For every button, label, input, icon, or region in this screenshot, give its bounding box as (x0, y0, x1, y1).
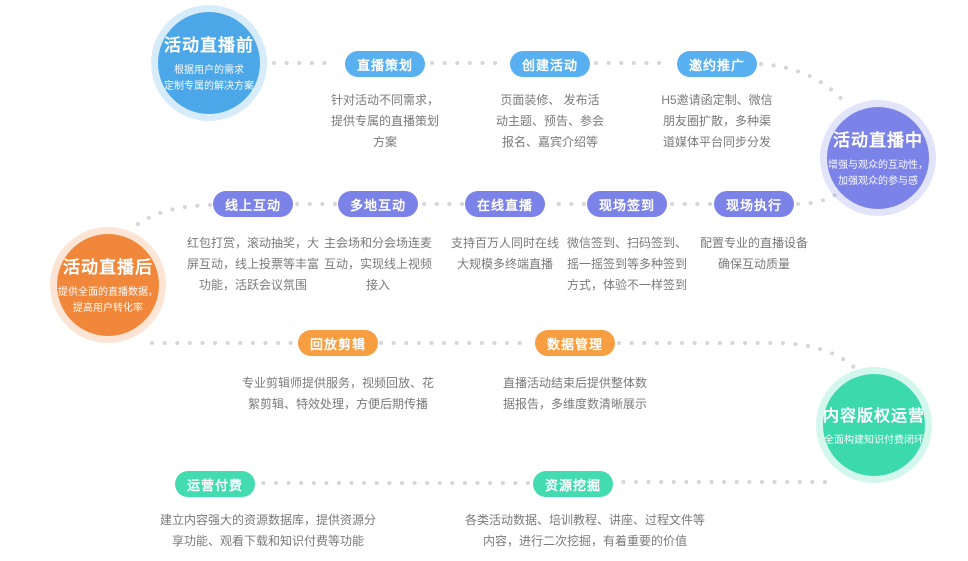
desc-line: 摇一摇签到等多种签到 (566, 257, 687, 271)
desc-line: 建立内容强大的资源数据库，提供资源分 (159, 513, 376, 527)
desc-line: 红包打赏，滚动抽奖，大 (186, 236, 319, 250)
stage-subtitle-line: 定制专属的解决方案 (164, 81, 254, 92)
desc-line: 提供专属的直播策划 (330, 114, 439, 128)
stage-subtitle-line: 提供全面的直播数据， (58, 287, 158, 298)
description-invite-promotion: H5邀请函定制、微信 朋友圈扩散，多种渠 道媒体平台同步分发 (627, 90, 807, 153)
pill-data-management: 数据管理 (535, 330, 615, 356)
pill-invite-promotion: 邀约推广 (677, 51, 757, 77)
desc-line: 絮剪辑、特效处理，方便后期传播 (247, 397, 428, 411)
stage-subtitle-line: 全面构建知识付费闭环 (824, 434, 924, 446)
pill-onsite-checkin: 现场签到 (587, 191, 667, 217)
desc-line: 支持百万人同时在线 (450, 236, 559, 250)
stage-circle-before-live: 活动直播前 根据用户的需求 定制专属的解决方案 (158, 12, 260, 114)
pill-replay-editing: 回放剪辑 (298, 330, 378, 356)
desc-line: 配置专业的直播设备 (699, 236, 808, 250)
desc-line: 确保互动质量 (717, 257, 790, 271)
description-data-management: 直播活动结束后提供整体数 据报告，多维度数清晰展示 (470, 373, 680, 415)
stage-title: 活动直播前 (164, 36, 254, 55)
stage-circle-after-live: 活动直播后 提供全面的直播数据， 提高用户转化率 (57, 234, 159, 336)
pill-resource-mining: 资源挖掘 (533, 471, 613, 497)
pill-online-interaction: 线上互动 (213, 191, 293, 217)
stage-subtitle-line: 增强与观众的互动性， (828, 160, 928, 171)
desc-line: 针对活动不同需求， (330, 93, 439, 107)
connector-data-to-copyright (617, 341, 859, 372)
description-broadcast-planning: 针对活动不同需求， 提供专属的直播策划 方案 (295, 90, 475, 153)
pill-online-live: 在线直播 (465, 191, 545, 217)
desc-line: 各类活动数据、培训教程、讲座、过程文件等 (464, 513, 705, 527)
desc-line: 报名、嘉宾介绍等 (501, 135, 598, 149)
desc-line: 享功能、观看下载和知识付费等功能 (171, 534, 364, 548)
stage-subtitle: 提供全面的直播数据， 提高用户转化率 (58, 285, 158, 317)
description-create-event: 页面装修、 发布活 动主题、预告、参会 报名、嘉宾介绍等 (460, 90, 640, 153)
desc-line: 微信签到、扫码签到、 (566, 236, 687, 250)
desc-line: H5邀请函定制、微信 (661, 93, 773, 107)
stage-subtitle: 根据用户的需求 定制专属的解决方案 (164, 63, 254, 95)
connector-online-interaction-to-after (128, 203, 212, 232)
pill-create-event: 创建活动 (510, 51, 590, 77)
stage-subtitle-line: 根据用户的需求 (174, 65, 244, 76)
desc-line: 据报告，多维度数清晰展示 (502, 397, 647, 411)
description-replay-editing: 专业剪辑师提供服务，视频回放、花 絮剪辑、特效处理，方便后期传播 (213, 373, 463, 415)
stage-subtitle-line: 提高用户转化率 (73, 303, 143, 314)
description-multi-site-interaction: 主会场和分会场连麦 互动，实现线上视频 接入 (288, 233, 468, 296)
description-online-interaction: 红包打赏，滚动抽奖，大 屏互动，线上投票等丰富 功能，活跃会议氛围 (153, 233, 353, 296)
desc-line: 道媒体平台同步分发 (662, 135, 771, 149)
desc-line: 功能，活跃会议氛围 (198, 278, 307, 292)
description-operation-payment: 建立内容强大的资源数据库，提供资源分 享功能、观看下载和知识付费等功能 (123, 510, 413, 552)
desc-line: 接入 (365, 278, 390, 292)
desc-line: 大规模多终端直播 (456, 257, 553, 271)
stage-subtitle-line: 加强观众的参与感 (838, 176, 918, 187)
desc-line: 屏互动，线上投票等丰富 (186, 257, 319, 271)
desc-line: 内容，进行二次挖掘，有着重要的价值 (482, 534, 687, 548)
pill-multi-site-interaction: 多地互动 (338, 191, 418, 217)
description-resource-mining: 各类活动数据、培训教程、讲座、过程文件等 内容，进行二次挖掘，有着重要的价值 (430, 510, 740, 552)
pill-broadcast-planning: 直播策划 (345, 51, 425, 77)
desc-line: 方式，体验不一样签到 (566, 278, 687, 292)
connector-during-to-execution (796, 189, 843, 206)
desc-line: 方案 (372, 135, 397, 149)
stage-circle-content-copyright: 内容版权运营 全面构建知识付费闭环 (823, 374, 925, 476)
stage-title: 内容版权运营 (823, 407, 926, 425)
desc-line: 主会场和分会场连麦 (323, 236, 432, 250)
pill-operation-payment: 运营付费 (175, 471, 255, 497)
description-onsite-execution: 配置专业的直播设备 确保互动质量 (664, 233, 844, 275)
description-online-live: 支持百万人同时在线 大规模多终端直播 (415, 233, 595, 275)
desc-line: 直播活动结束后提供整体数 (502, 376, 647, 390)
pill-onsite-execution: 现场执行 (714, 191, 794, 217)
desc-line: 页面装修、 发布活 (500, 93, 600, 107)
desc-line: 专业剪辑师提供服务，视频回放、花 (241, 376, 434, 390)
stage-circle-during-live: 活动直播中 增强与观众的互动性， 加强观众的参与感 (827, 107, 929, 209)
desc-line: 朋友圈扩散，多种渠 (662, 114, 771, 128)
description-onsite-checkin: 微信签到、扫码签到、 摇一摇签到等多种签到 方式，体验不一样签到 (537, 233, 717, 296)
stage-title: 活动直播后 (63, 258, 153, 277)
desc-line: 互动，实现线上视频 (323, 257, 432, 271)
stage-subtitle: 全面构建知识付费闭环 (824, 433, 924, 449)
desc-line: 动主题、预告、参会 (495, 114, 604, 128)
stage-title: 活动直播中 (833, 131, 923, 150)
stage-subtitle: 增强与观众的互动性， 加强观众的参与感 (828, 158, 928, 190)
